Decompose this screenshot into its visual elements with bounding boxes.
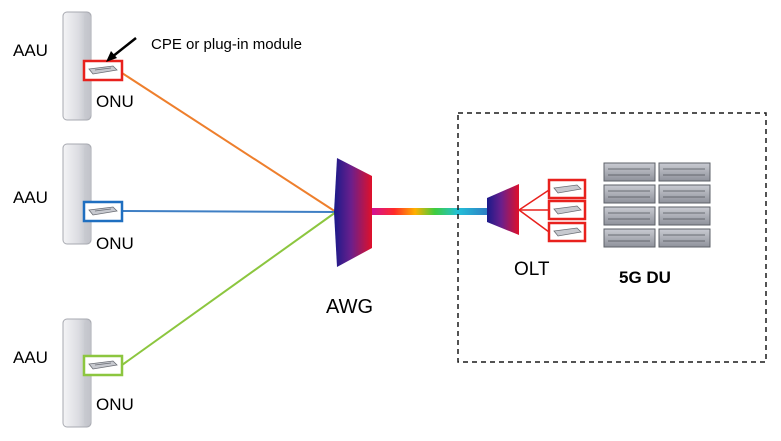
du-label: 5G DU bbox=[619, 268, 671, 287]
aau-label-1: AAU bbox=[13, 41, 48, 60]
aau-unit-1: AAU ONU bbox=[13, 11, 134, 121]
onu-label-3: ONU bbox=[96, 395, 134, 414]
awg-prism-icon bbox=[334, 158, 372, 267]
fiber-line-2 bbox=[121, 210, 337, 213]
onu-module-icon bbox=[88, 65, 118, 75]
wdm-trunk-fiber bbox=[371, 208, 487, 215]
olt-prism-icon bbox=[487, 184, 519, 235]
aau-label-2: AAU bbox=[13, 188, 48, 207]
onu-module-icon bbox=[553, 227, 582, 237]
aau-unit-3: AAU ONU bbox=[13, 318, 134, 428]
du-server-stack: 5G DU bbox=[603, 162, 711, 287]
onu-module-icon bbox=[553, 184, 582, 194]
olt-label: OLT bbox=[514, 259, 550, 280]
onu-label-1: ONU bbox=[96, 92, 134, 111]
cpe-callout: CPE or plug-in module bbox=[106, 36, 302, 62]
central-office-box bbox=[457, 112, 767, 363]
awg-splitter: AWG bbox=[326, 158, 373, 318]
onu-module-icon bbox=[88, 206, 118, 216]
onu-module-icon bbox=[553, 205, 582, 215]
awg-label: AWG bbox=[326, 296, 373, 318]
arrow-icon bbox=[111, 37, 137, 58]
fiber-line-1 bbox=[121, 72, 337, 213]
server-rack-icon bbox=[603, 162, 711, 248]
olt-unit: OLT bbox=[487, 178, 587, 280]
onu-module-icon bbox=[88, 360, 118, 370]
aau-label-3: AAU bbox=[13, 348, 48, 367]
fiber-line-3 bbox=[121, 211, 337, 366]
onu-label-2: ONU bbox=[96, 234, 134, 253]
aau-unit-2: AAU ONU bbox=[13, 143, 134, 253]
cpe-note-label: CPE or plug-in module bbox=[151, 36, 302, 53]
